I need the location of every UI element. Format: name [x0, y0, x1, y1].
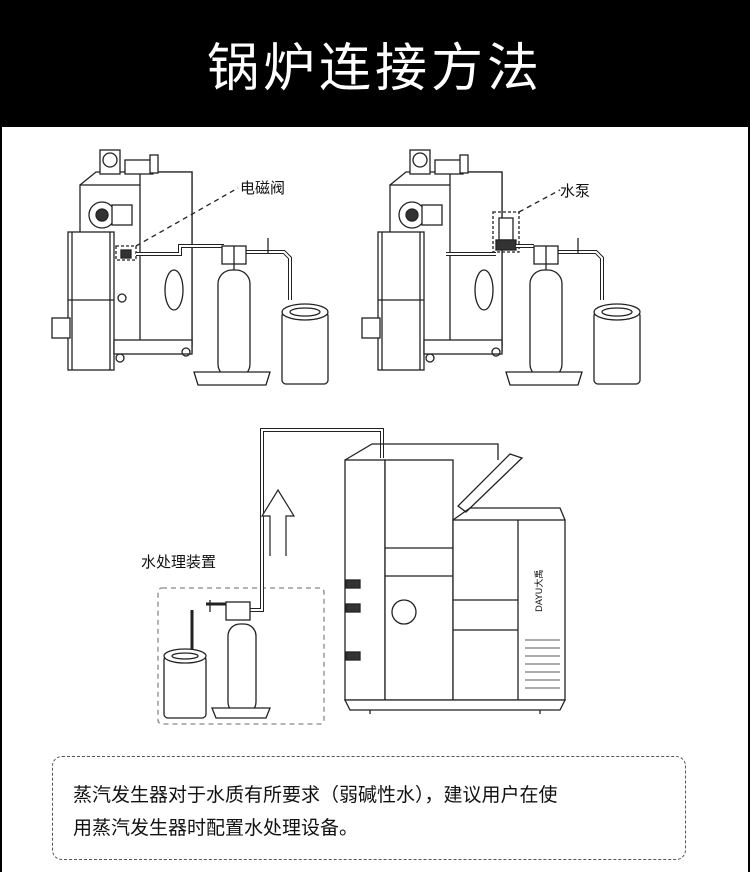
page-title: 锅炉连接方法 — [206, 39, 543, 99]
water-pump — [498, 217, 514, 241]
connection-diagram — [51, 149, 641, 725]
label-water-pump: 水泵 — [560, 182, 591, 200]
brine-tank — [281, 311, 329, 385]
label-solenoid-valve: 电磁阀 — [240, 179, 286, 197]
note-line-2: 用蒸汽发生器时配置水处理设备。 — [73, 817, 359, 839]
solenoid-leader-line — [135, 187, 239, 247]
title-banner: 锅炉连接方法 — [0, 0, 750, 127]
right-border — [748, 127, 750, 872]
cabinet-center — [384, 459, 454, 701]
open-lid — [457, 453, 524, 513]
flow-arrow — [260, 488, 296, 556]
pump-leader-line — [518, 189, 561, 213]
water-quality-note: 蒸汽发生器对于水质有所要求（弱碱性水），建议用户在使 用蒸汽发生器时配置水处理设… — [52, 756, 686, 860]
label-water-treatment: 水处理装置 — [141, 553, 217, 571]
boiler-setup-solenoid — [51, 149, 329, 386]
boiler-setup-pump — [361, 149, 641, 386]
water-pump-marker — [492, 211, 520, 253]
left-border — [0, 127, 2, 872]
note-line-1: 蒸汽发生器对于水质有所要求（弱碱性水），建议用户在使 — [73, 784, 558, 806]
cabinet-right-module — [452, 519, 566, 701]
solenoid-valve — [120, 249, 132, 259]
softener-tank — [217, 269, 251, 379]
water-treatment-area — [157, 587, 325, 725]
brand-nameplate: DAYU大禹 — [535, 569, 545, 612]
side-drum — [67, 231, 115, 371]
steam-generator-setup — [157, 428, 567, 725]
